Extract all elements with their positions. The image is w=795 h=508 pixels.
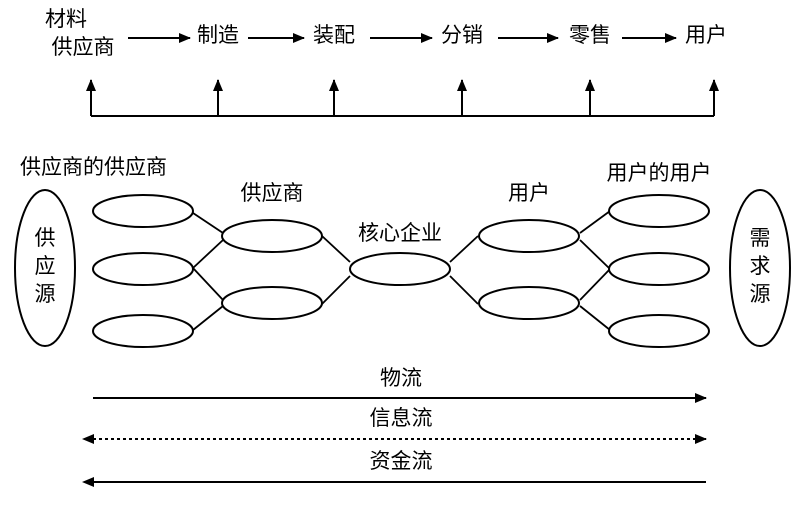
flow-label-material: 物流 — [380, 366, 422, 390]
supply-source-char3: 源 — [35, 282, 56, 306]
label-core-enterprise: 核心企业 — [358, 221, 442, 245]
stage-manufacture: 制造 — [197, 23, 239, 47]
top-chain: 材料 供应商 制造 装配 分销 零售 用户 — [45, 7, 727, 117]
stage-material-line2: 供应商 — [52, 35, 115, 59]
demand-source-char2: 求 — [750, 254, 771, 278]
stage-assembly: 装配 — [313, 23, 355, 47]
node-supplier-of-supplier-2 — [92, 252, 194, 286]
stage-user: 用户 — [685, 23, 727, 47]
node-user-of-user-1 — [608, 194, 710, 228]
node-supplier-2 — [221, 286, 323, 320]
label-user: 用户 — [508, 181, 550, 205]
demand-source-char1: 需 — [750, 226, 771, 250]
flows: 物流 信息流 资金流 — [82, 366, 707, 487]
supply-source-char1: 供 — [35, 226, 56, 250]
supply-source-char2: 应 — [35, 254, 56, 278]
node-supplier-1 — [221, 219, 323, 253]
node-supplier-of-supplier-3 — [92, 314, 194, 348]
node-demand-source — [729, 189, 791, 347]
flow-label-capital: 资金流 — [370, 449, 433, 473]
network: 供应商的供应商 供应商 核心企业 用户 用户的用户 供 应 源 需 求 源 — [14, 155, 791, 348]
stage-retail: 零售 — [569, 23, 611, 47]
demand-source-char3: 源 — [750, 282, 771, 306]
stage-material-line1: 材料 — [45, 7, 87, 31]
node-supply-source — [14, 189, 76, 347]
stage-distribution: 分销 — [441, 23, 483, 47]
flow-label-information: 信息流 — [370, 406, 433, 430]
node-user-of-user-3 — [608, 314, 710, 348]
node-supplier-of-supplier-1 — [92, 194, 194, 228]
network-nodes — [14, 189, 791, 348]
label-supplier-of-supplier: 供应商的供应商 — [20, 155, 167, 179]
label-user-of-user: 用户的用户 — [607, 161, 712, 185]
node-user-1 — [478, 219, 580, 253]
node-user-of-user-2 — [608, 252, 710, 286]
network-links — [192, 210, 611, 331]
node-user-2 — [478, 286, 580, 320]
label-supplier: 供应商 — [241, 181, 304, 205]
node-core-enterprise — [349, 252, 451, 286]
